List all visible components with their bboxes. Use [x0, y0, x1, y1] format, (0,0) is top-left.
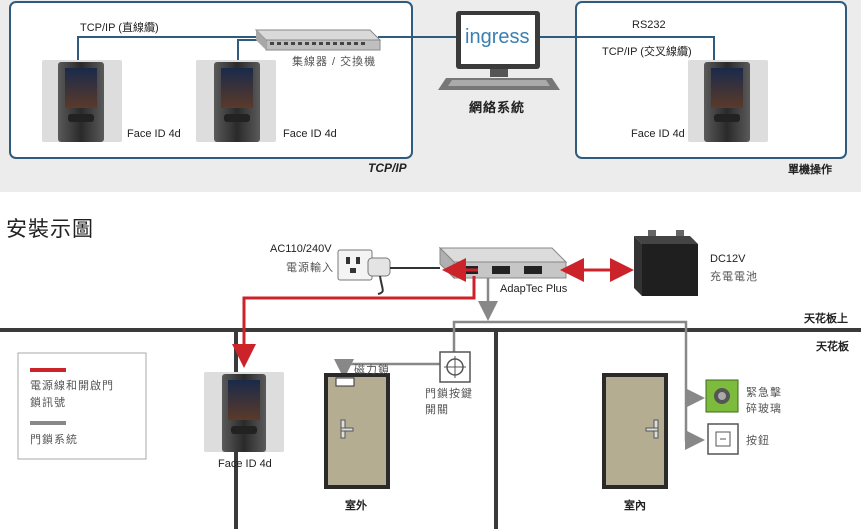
exit-button-label: 門鎖按鍵開關: [425, 388, 473, 416]
push-button-icon: [707, 423, 739, 455]
face-id-device-2: [196, 60, 276, 142]
device2-label: Face ID 4d: [283, 128, 337, 140]
rs232-label: RS232: [632, 19, 666, 31]
outdoor-door: [324, 373, 390, 489]
hub-label: 集線器 / 交換機: [292, 56, 377, 68]
tcpip-footer-label: TCP/IP: [368, 161, 407, 175]
indoor-door: [602, 373, 668, 489]
network-wires: [77, 36, 715, 64]
indoor-label: 室內: [624, 500, 646, 512]
adaptec-plus-icon: [438, 246, 568, 280]
computer-icon: [438, 11, 560, 90]
face-id-device-3: [688, 60, 768, 142]
device3-label: Face ID 4d: [631, 128, 685, 140]
emergency-break-glass-icon: [705, 379, 739, 413]
ingress-logo: ingress: [465, 26, 530, 48]
magnetic-lock-label: 磁力鎖: [354, 364, 390, 376]
face-id-device-1: [42, 60, 122, 142]
face-id-device-bottom: [204, 372, 284, 452]
install-title: 安裝示圖: [6, 218, 94, 241]
standalone-label: 單機操作: [788, 164, 832, 176]
tcpip-direct-label: TCP/IP (直線纜): [80, 22, 159, 34]
red-wires: [232, 258, 634, 368]
gray-wires: [334, 278, 705, 450]
push-button-label: 按鈕: [746, 435, 770, 447]
ceiling-label: 天花板: [816, 341, 849, 353]
exit-button-icon: [439, 351, 471, 383]
power-socket-icon: [337, 249, 391, 295]
battery-label: 充電電池: [710, 271, 758, 283]
bottom-device-label: Face ID 4d: [218, 458, 272, 470]
legend-gray-label: 門鎖系統: [30, 434, 78, 446]
emergency-glass-label: 緊急擊碎玻璃: [746, 387, 782, 415]
network-label: 網絡系統: [469, 100, 526, 115]
legend-red-label: 電源線和開啟門鎖訊號: [30, 380, 114, 409]
adaptec-label: AdapTec Plus: [500, 283, 568, 295]
ceiling-above-label: 天花板上: [804, 313, 848, 325]
power-input-label: 電源輸入: [286, 262, 334, 274]
ac-label: AC110/240V: [270, 243, 332, 255]
hub-switch-icon: [254, 29, 382, 51]
tcpip-cross-label: TCP/IP (交叉線纜): [602, 46, 692, 58]
dc-label: DC12V: [710, 253, 746, 265]
outdoor-label: 室外: [345, 500, 367, 512]
battery-icon: [634, 230, 698, 296]
device1-label: Face ID 4d: [127, 128, 181, 140]
